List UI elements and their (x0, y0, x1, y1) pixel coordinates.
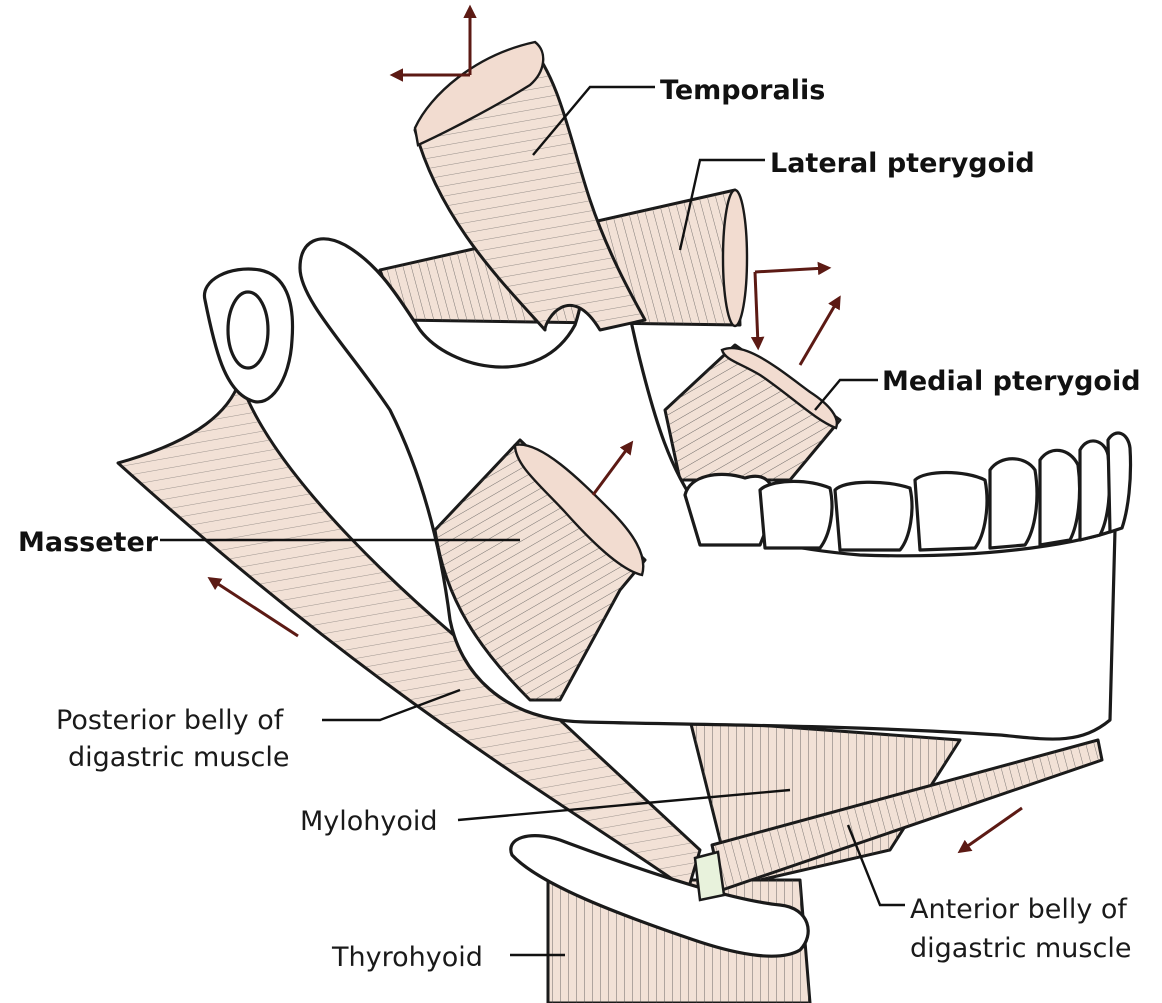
masseter-label: Masseter (18, 527, 159, 558)
anterior-belly-label-line2: digastric muscle (910, 933, 1131, 964)
thyrohyoid-label: Thyrohyoid (331, 942, 483, 973)
temporalis-label: Temporalis (660, 75, 825, 106)
posterior-belly-label-line2: digastric muscle (68, 742, 289, 773)
anterior-belly-label-line1: Anterior belly of (910, 894, 1128, 925)
lateral-pterygoid-label: Lateral pterygoid (770, 148, 1035, 179)
medial-pterygoid-muscle (665, 345, 840, 480)
medial-pterygoid-label: Medial pterygoid (882, 366, 1141, 397)
mylohyoid-label: Mylohyoid (300, 806, 438, 837)
posterior-belly-label-line1: Posterior belly of (56, 705, 285, 736)
